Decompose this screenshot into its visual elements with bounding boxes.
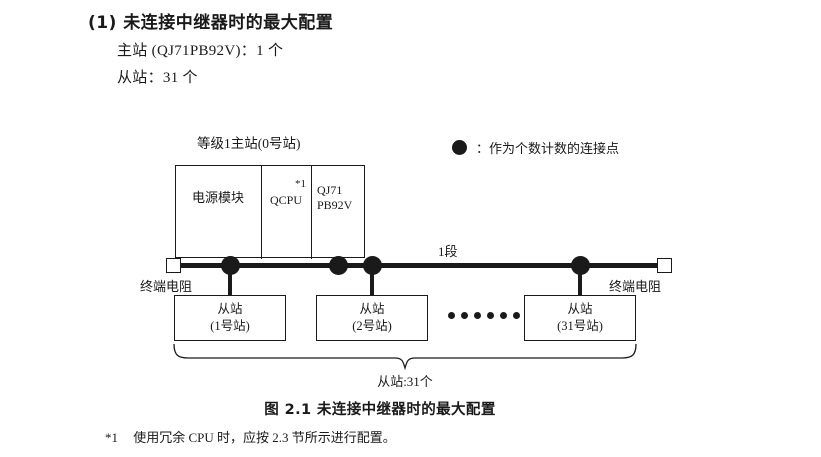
slave-name: 从站 xyxy=(217,302,243,316)
terminating-resistor-left-label: 终端电阻 xyxy=(140,279,193,294)
slave-station-number: (2号站) xyxy=(352,318,392,333)
connection-point-dot xyxy=(329,256,348,275)
slave-station-number: (31号站) xyxy=(557,318,603,333)
section-line-master: 主站 (QJ71PB92V)：1 个 xyxy=(117,43,284,59)
connection-point-dot xyxy=(363,256,382,275)
ellipsis-dot xyxy=(448,312,455,319)
footnote-mark: *1 xyxy=(105,430,118,445)
legend: ：作为个数计数的连接点 xyxy=(452,138,619,157)
slave-drop-line xyxy=(370,266,374,296)
section-number: (1) xyxy=(88,13,117,33)
terminating-resistor-right-label: 终端电阻 xyxy=(609,279,662,294)
slave-station-number: (1号站) xyxy=(210,318,250,333)
ellipsis-dot xyxy=(474,312,481,319)
ellipsis-dots xyxy=(448,312,520,319)
cpu-module-label: QCPU xyxy=(269,193,302,207)
legend-label: ：作为个数计数的连接点 xyxy=(476,141,620,156)
segment-label: 1段 xyxy=(438,244,458,259)
section-heading: (1) 未连接中继器时的最大配置 xyxy=(88,8,333,33)
ellipsis-dot xyxy=(487,312,494,319)
slave-group-brace xyxy=(170,343,640,371)
rack-divider-1 xyxy=(261,166,262,259)
slave-station-label: 从站 (31号站) xyxy=(524,301,636,335)
slave-group-caption: 从站:31个 xyxy=(377,374,433,389)
connection-point-dot xyxy=(221,256,240,275)
slave-station-box xyxy=(524,295,636,341)
connection-point-dot xyxy=(571,256,590,275)
footnote-text: 使用冗余 CPU 时，应按 2.3 节所示进行配置。 xyxy=(133,430,396,445)
network-module-line2: PB92V xyxy=(317,198,353,212)
slave-station-box xyxy=(174,295,286,341)
slave-station-label: 从站 (1号站) xyxy=(174,301,286,335)
slave-drop-line xyxy=(228,266,232,296)
figure-caption: 图 2.1 未连接中继器时的最大配置 xyxy=(264,402,496,418)
ellipsis-dot xyxy=(461,312,468,319)
power-supply-module-label: 电源模块 xyxy=(191,190,244,205)
slave-drop-line xyxy=(578,266,582,296)
network-module-line1: QJ71 xyxy=(317,183,343,197)
terminating-resistor-left-icon xyxy=(166,258,181,273)
terminating-resistor-right-icon xyxy=(657,258,672,273)
slave-station-box xyxy=(316,295,428,341)
rack-divider-2 xyxy=(311,166,312,259)
ellipsis-dot xyxy=(500,312,507,319)
slave-name: 从站 xyxy=(567,302,593,316)
section-line-slave: 从站：31 个 xyxy=(117,70,198,86)
cpu-footnote-mark: *1 xyxy=(295,178,306,190)
section-title: 未连接中继器时的最大配置 xyxy=(123,13,334,33)
brace-icon xyxy=(173,343,637,371)
slave-station-label: 从站 (2号站) xyxy=(316,301,428,335)
slave-name: 从站 xyxy=(359,302,385,316)
network-module-label: QJ71 PB92V xyxy=(313,183,363,213)
filled-circle-icon xyxy=(452,140,467,155)
ellipsis-dot xyxy=(513,312,520,319)
master-station-caption: 等级1主站(0号站) xyxy=(197,136,301,151)
bus-trunk-line xyxy=(178,263,662,268)
master-module-rack xyxy=(175,165,365,259)
footnote: *1 使用冗余 CPU 时，应按 2.3 节所示进行配置。 xyxy=(105,427,396,446)
